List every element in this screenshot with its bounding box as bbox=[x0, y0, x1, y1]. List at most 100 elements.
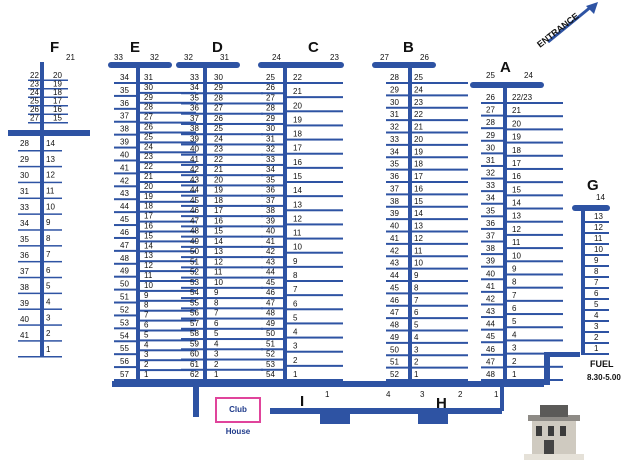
berth-number[interactable]: 11 bbox=[46, 187, 55, 196]
berth-number[interactable]: 15 bbox=[214, 227, 223, 236]
berth-number[interactable]: 56 bbox=[120, 357, 129, 366]
berth-number[interactable]: 23 bbox=[30, 80, 39, 89]
berth-number[interactable]: 5 bbox=[144, 330, 149, 339]
berth-number[interactable]: 15 bbox=[512, 185, 521, 194]
berth-number[interactable]: 19 bbox=[214, 186, 223, 195]
berth-number[interactable]: 7 bbox=[414, 296, 419, 305]
berth-number[interactable]: 3 bbox=[144, 350, 149, 359]
berth-number[interactable]: 52 bbox=[120, 305, 129, 314]
berth-number[interactable]: 2 bbox=[46, 329, 51, 338]
berth-number[interactable]: 36 bbox=[190, 104, 199, 113]
berth-number[interactable]: 12 bbox=[414, 234, 423, 243]
berth-number[interactable]: 35 bbox=[390, 160, 399, 169]
berth-number[interactable]: 20 bbox=[53, 71, 62, 80]
berth-number[interactable]: 45 bbox=[486, 332, 495, 341]
berth-number[interactable]: 20 bbox=[414, 135, 423, 144]
berth-number[interactable]: 5 bbox=[512, 317, 517, 326]
berth-number[interactable]: 3 bbox=[512, 344, 517, 353]
berth-number[interactable]: 4 bbox=[386, 390, 391, 399]
berth-number[interactable]: 16 bbox=[144, 222, 153, 231]
berth-number[interactable]: 34 bbox=[266, 165, 275, 174]
berth-number[interactable]: 38 bbox=[390, 197, 399, 206]
clubhouse-button[interactable]: Club House bbox=[215, 397, 261, 436]
berth-number[interactable]: 11 bbox=[214, 268, 223, 277]
berth-number[interactable]: 3 bbox=[293, 342, 298, 351]
berth-number[interactable]: 58 bbox=[190, 329, 199, 338]
berth-number[interactable]: 12 bbox=[293, 214, 302, 223]
berth-number[interactable]: 12 bbox=[144, 261, 153, 270]
berth-number[interactable]: 47 bbox=[390, 308, 399, 317]
berth-number[interactable]: 35 bbox=[486, 206, 495, 215]
berth-number[interactable]: 31 bbox=[144, 73, 153, 82]
berth-number[interactable]: 32 bbox=[150, 53, 159, 62]
berth-number[interactable]: 29 bbox=[486, 131, 495, 140]
berth-number[interactable]: 13 bbox=[144, 251, 153, 260]
berth-number[interactable]: 40 bbox=[120, 150, 129, 159]
berth-number[interactable]: 3 bbox=[594, 322, 599, 331]
berth-number[interactable]: 42 bbox=[190, 165, 199, 174]
berth-number[interactable]: 7 bbox=[46, 250, 51, 259]
berth-number[interactable]: 14 bbox=[46, 139, 55, 148]
berth-number[interactable]: 42 bbox=[266, 247, 275, 256]
berth-number[interactable]: 5 bbox=[46, 282, 51, 291]
berth-number[interactable]: 47 bbox=[266, 298, 275, 307]
berth-number[interactable]: 8 bbox=[144, 301, 149, 310]
berth-number[interactable]: 35 bbox=[120, 86, 129, 95]
berth-number[interactable]: 16 bbox=[214, 216, 223, 225]
berth-number[interactable]: 12 bbox=[214, 257, 223, 266]
berth-number[interactable]: 40 bbox=[20, 315, 29, 324]
berth-number[interactable]: 46 bbox=[266, 288, 275, 297]
berth-number[interactable]: 35 bbox=[266, 175, 275, 184]
berth-number[interactable]: 43 bbox=[390, 259, 399, 268]
berth-number[interactable]: 8 bbox=[214, 298, 219, 307]
berth-number[interactable]: 8 bbox=[293, 271, 298, 280]
berth-number[interactable]: 33 bbox=[390, 135, 399, 144]
berth-number[interactable]: 27 bbox=[144, 113, 153, 122]
berth-number[interactable]: 43 bbox=[486, 307, 495, 316]
berth-number[interactable]: 44 bbox=[120, 202, 129, 211]
berth-number[interactable]: 17 bbox=[214, 206, 223, 215]
berth-number[interactable]: 18 bbox=[512, 146, 521, 155]
berth-number[interactable]: 52 bbox=[390, 370, 399, 379]
berth-number[interactable]: 17 bbox=[293, 144, 302, 153]
berth-number[interactable]: 19 bbox=[414, 147, 423, 156]
berth-number[interactable]: 49 bbox=[120, 267, 129, 276]
berth-number[interactable]: 35 bbox=[190, 93, 199, 102]
berth-number[interactable]: 39 bbox=[486, 257, 495, 266]
berth-number[interactable]: 24 bbox=[144, 142, 153, 151]
berth-number[interactable]: 51 bbox=[190, 257, 199, 266]
berth-number[interactable]: 48 bbox=[120, 254, 129, 263]
berth-number[interactable]: 51 bbox=[266, 339, 275, 348]
berth-number[interactable]: 11 bbox=[144, 271, 153, 280]
berth-number[interactable]: 22 bbox=[293, 73, 302, 82]
berth-number[interactable]: 25 bbox=[214, 124, 223, 133]
berth-number[interactable]: 29 bbox=[390, 85, 399, 94]
berth-number[interactable]: 48 bbox=[390, 321, 399, 330]
berth-number[interactable]: 28 bbox=[20, 139, 29, 148]
berth-number[interactable]: 37 bbox=[120, 112, 129, 121]
berth-number[interactable]: 50 bbox=[120, 280, 129, 289]
berth-number[interactable]: 50 bbox=[266, 329, 275, 338]
berth-number[interactable]: 25 bbox=[486, 71, 495, 80]
berth-number[interactable]: 47 bbox=[120, 241, 129, 250]
berth-number[interactable]: 20 bbox=[293, 101, 302, 110]
berth-number[interactable]: 27 bbox=[30, 114, 39, 123]
berth-number[interactable]: 1 bbox=[144, 370, 149, 379]
berth-number[interactable]: 6 bbox=[46, 266, 51, 275]
berth-number[interactable]: 33 bbox=[266, 155, 275, 164]
berth-number[interactable]: 10 bbox=[512, 251, 521, 260]
berth-number[interactable]: 9 bbox=[214, 288, 219, 297]
berth-number[interactable]: 51 bbox=[390, 358, 399, 367]
berth-number[interactable]: 38 bbox=[486, 244, 495, 253]
berth-number[interactable]: 49 bbox=[390, 333, 399, 342]
berth-number[interactable]: 8 bbox=[512, 278, 517, 287]
berth-number[interactable]: 38 bbox=[120, 125, 129, 134]
berth-number[interactable]: 25 bbox=[144, 132, 153, 141]
berth-number[interactable]: 36 bbox=[266, 186, 275, 195]
berth-number[interactable]: 39 bbox=[20, 299, 29, 308]
berth-number[interactable]: 9 bbox=[46, 218, 51, 227]
berth-number[interactable]: 18 bbox=[414, 160, 423, 169]
berth-number[interactable]: 36 bbox=[486, 219, 495, 228]
berth-number[interactable]: 26 bbox=[214, 114, 223, 123]
